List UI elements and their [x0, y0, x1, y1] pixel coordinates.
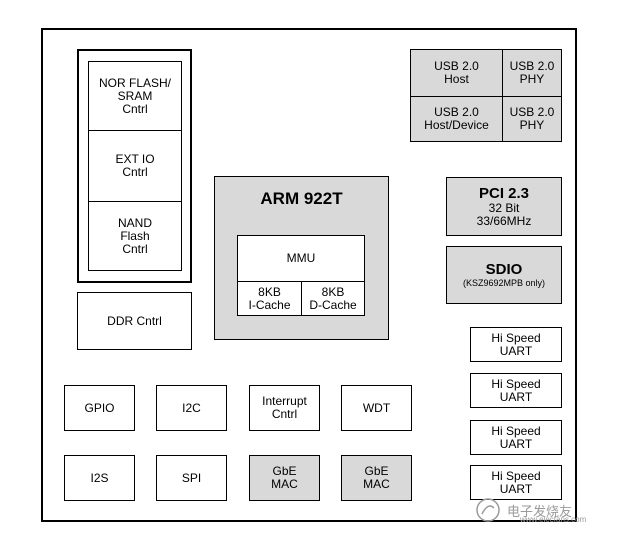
watermark: 电子发烧友	[475, 492, 615, 528]
gbe-mac-block-1: GbE MAC	[249, 455, 320, 501]
gpio-block: GPIO	[64, 385, 135, 431]
usb-host-block: USB 2.0 Host	[410, 49, 503, 97]
nand-flash-controller: NAND Flash Cntrl	[88, 201, 182, 271]
watermark-url: www.elecfans.com	[520, 515, 587, 524]
i2c-block: I2C	[156, 385, 227, 431]
i-cache-block: 8KB I-Cache	[237, 281, 302, 316]
sdio-note: (KSZ9692MPB only)	[462, 278, 546, 288]
pci-title: PCI 2.3	[478, 185, 530, 202]
mmu-block: MMU	[237, 235, 365, 282]
usb-phy-block-2: USB 2.0 PHY	[502, 96, 562, 142]
spi-block: SPI	[156, 455, 227, 501]
watermark-logo-icon	[476, 498, 500, 522]
ext-io-controller: EXT IO Cntrl	[88, 130, 182, 202]
uart-block-2: Hi Speed UART	[470, 373, 562, 408]
uart-block-4: Hi Speed UART	[470, 465, 562, 500]
uart-block-1: Hi Speed UART	[470, 327, 562, 362]
ddr-controller: DDR Cntrl	[77, 292, 192, 350]
sdio-block: SDIO (KSZ9692MPB only)	[446, 246, 562, 304]
i2s-block: I2S	[64, 455, 135, 501]
usb-phy-block-1: USB 2.0 PHY	[502, 49, 562, 97]
usb-host-device-block: USB 2.0 Host/Device	[410, 96, 503, 142]
arm-core-title: ARM 922T	[260, 189, 343, 208]
nor-flash-sram-controller: NOR FLASH/ SRAM Cntrl	[88, 61, 182, 131]
uart-block-3: Hi Speed UART	[470, 420, 562, 455]
interrupt-controller-block: Interrupt Cntrl	[249, 385, 320, 431]
pci-block: PCI 2.3 32 Bit 33/66MHz	[446, 177, 562, 236]
pci-bus-width: 32 Bit	[488, 201, 520, 215]
pci-speed: 33/66MHz	[476, 214, 532, 228]
watermark-text: 电子发烧友	[507, 503, 573, 519]
sdio-title: SDIO	[485, 261, 523, 278]
gbe-mac-block-2: GbE MAC	[341, 455, 412, 501]
d-cache-block: 8KB D-Cache	[301, 281, 365, 316]
wdt-block: WDT	[341, 385, 412, 431]
